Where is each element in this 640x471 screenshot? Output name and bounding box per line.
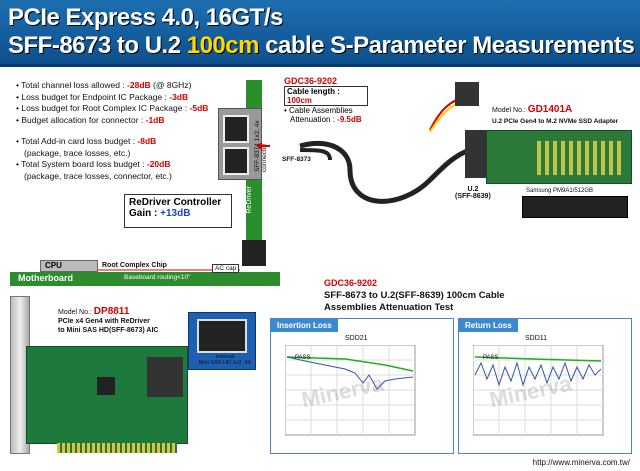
test-model: GDC36-9202 (324, 278, 378, 288)
return-loss-panel: Return Loss SDD11 PASS Minerva (458, 318, 632, 454)
ssd-stick (522, 196, 628, 218)
dp-model: Model No.: DP8811 (58, 306, 130, 317)
insertion-loss-panel: Insertion Loss SDD21 PASS Minerva (270, 318, 454, 454)
dp-card-board (26, 346, 188, 453)
accap-label: AC cap (212, 264, 240, 273)
sdd11-title: SDD11 (525, 335, 548, 342)
redriver-box: ReDriver Controller Gain : +13dB (124, 194, 232, 228)
title-line-1: PCIe Express 4.0, 16GT/s (8, 4, 283, 31)
highlight-length: 100cm (186, 32, 260, 59)
test-line-2: Assemblies Attenuation Test (324, 302, 454, 313)
title-banner: PCIe Express 4.0, 16GT/s SFF-8673 to U.2… (0, 0, 640, 67)
dp-desc-1: PCIe x4 Gen4 with ReDriver (58, 318, 150, 325)
adapter-desc: U.2 PCIe Gen4 to M.2 NVMe SSD Adapter (492, 118, 619, 125)
sdd21-title: SDD21 (345, 335, 368, 342)
sff8373-label: SFF-8373 (282, 156, 311, 163)
insertion-loss-plot (285, 345, 416, 436)
adapter-model: Model No.: GD1401A (492, 104, 573, 115)
dp-desc-2: to Mini SAS HD(SFF-8673) AIC (58, 327, 159, 334)
insertion-pass: PASS (295, 355, 311, 361)
cpu-chip: CPU (40, 260, 98, 272)
u2-label: U.2(SFF-8639) (455, 186, 491, 200)
footer-url[interactable]: http://www.minerva.com.tw/ (532, 458, 630, 467)
sff8374-connector (218, 108, 262, 180)
root-complex-label: Root Complex Chip (102, 262, 167, 269)
title-line-2: SFF-8673 to U.2 100cm cable S-Parameter … (8, 32, 635, 59)
dp-inset (188, 312, 256, 370)
motherboard-bar: Motherboard (10, 272, 280, 286)
test-line-1: SFF-8673 to U.2(SFF-8639) 100cm Cable (324, 290, 505, 301)
cable-box: GDC36-9202 Cable length : 100cm • Cable … (280, 74, 372, 124)
return-pass: PASS (483, 355, 499, 361)
baseboard-routing-label: Baseboard routing<10" (124, 274, 191, 281)
ssd-label: Samsung PM9A1/512GB (526, 188, 594, 194)
return-loss-plot (473, 345, 604, 436)
loss-budget-notes: • Total channel loss allowed : -28dB (@ … (16, 80, 209, 181)
adapter-board (486, 130, 632, 184)
